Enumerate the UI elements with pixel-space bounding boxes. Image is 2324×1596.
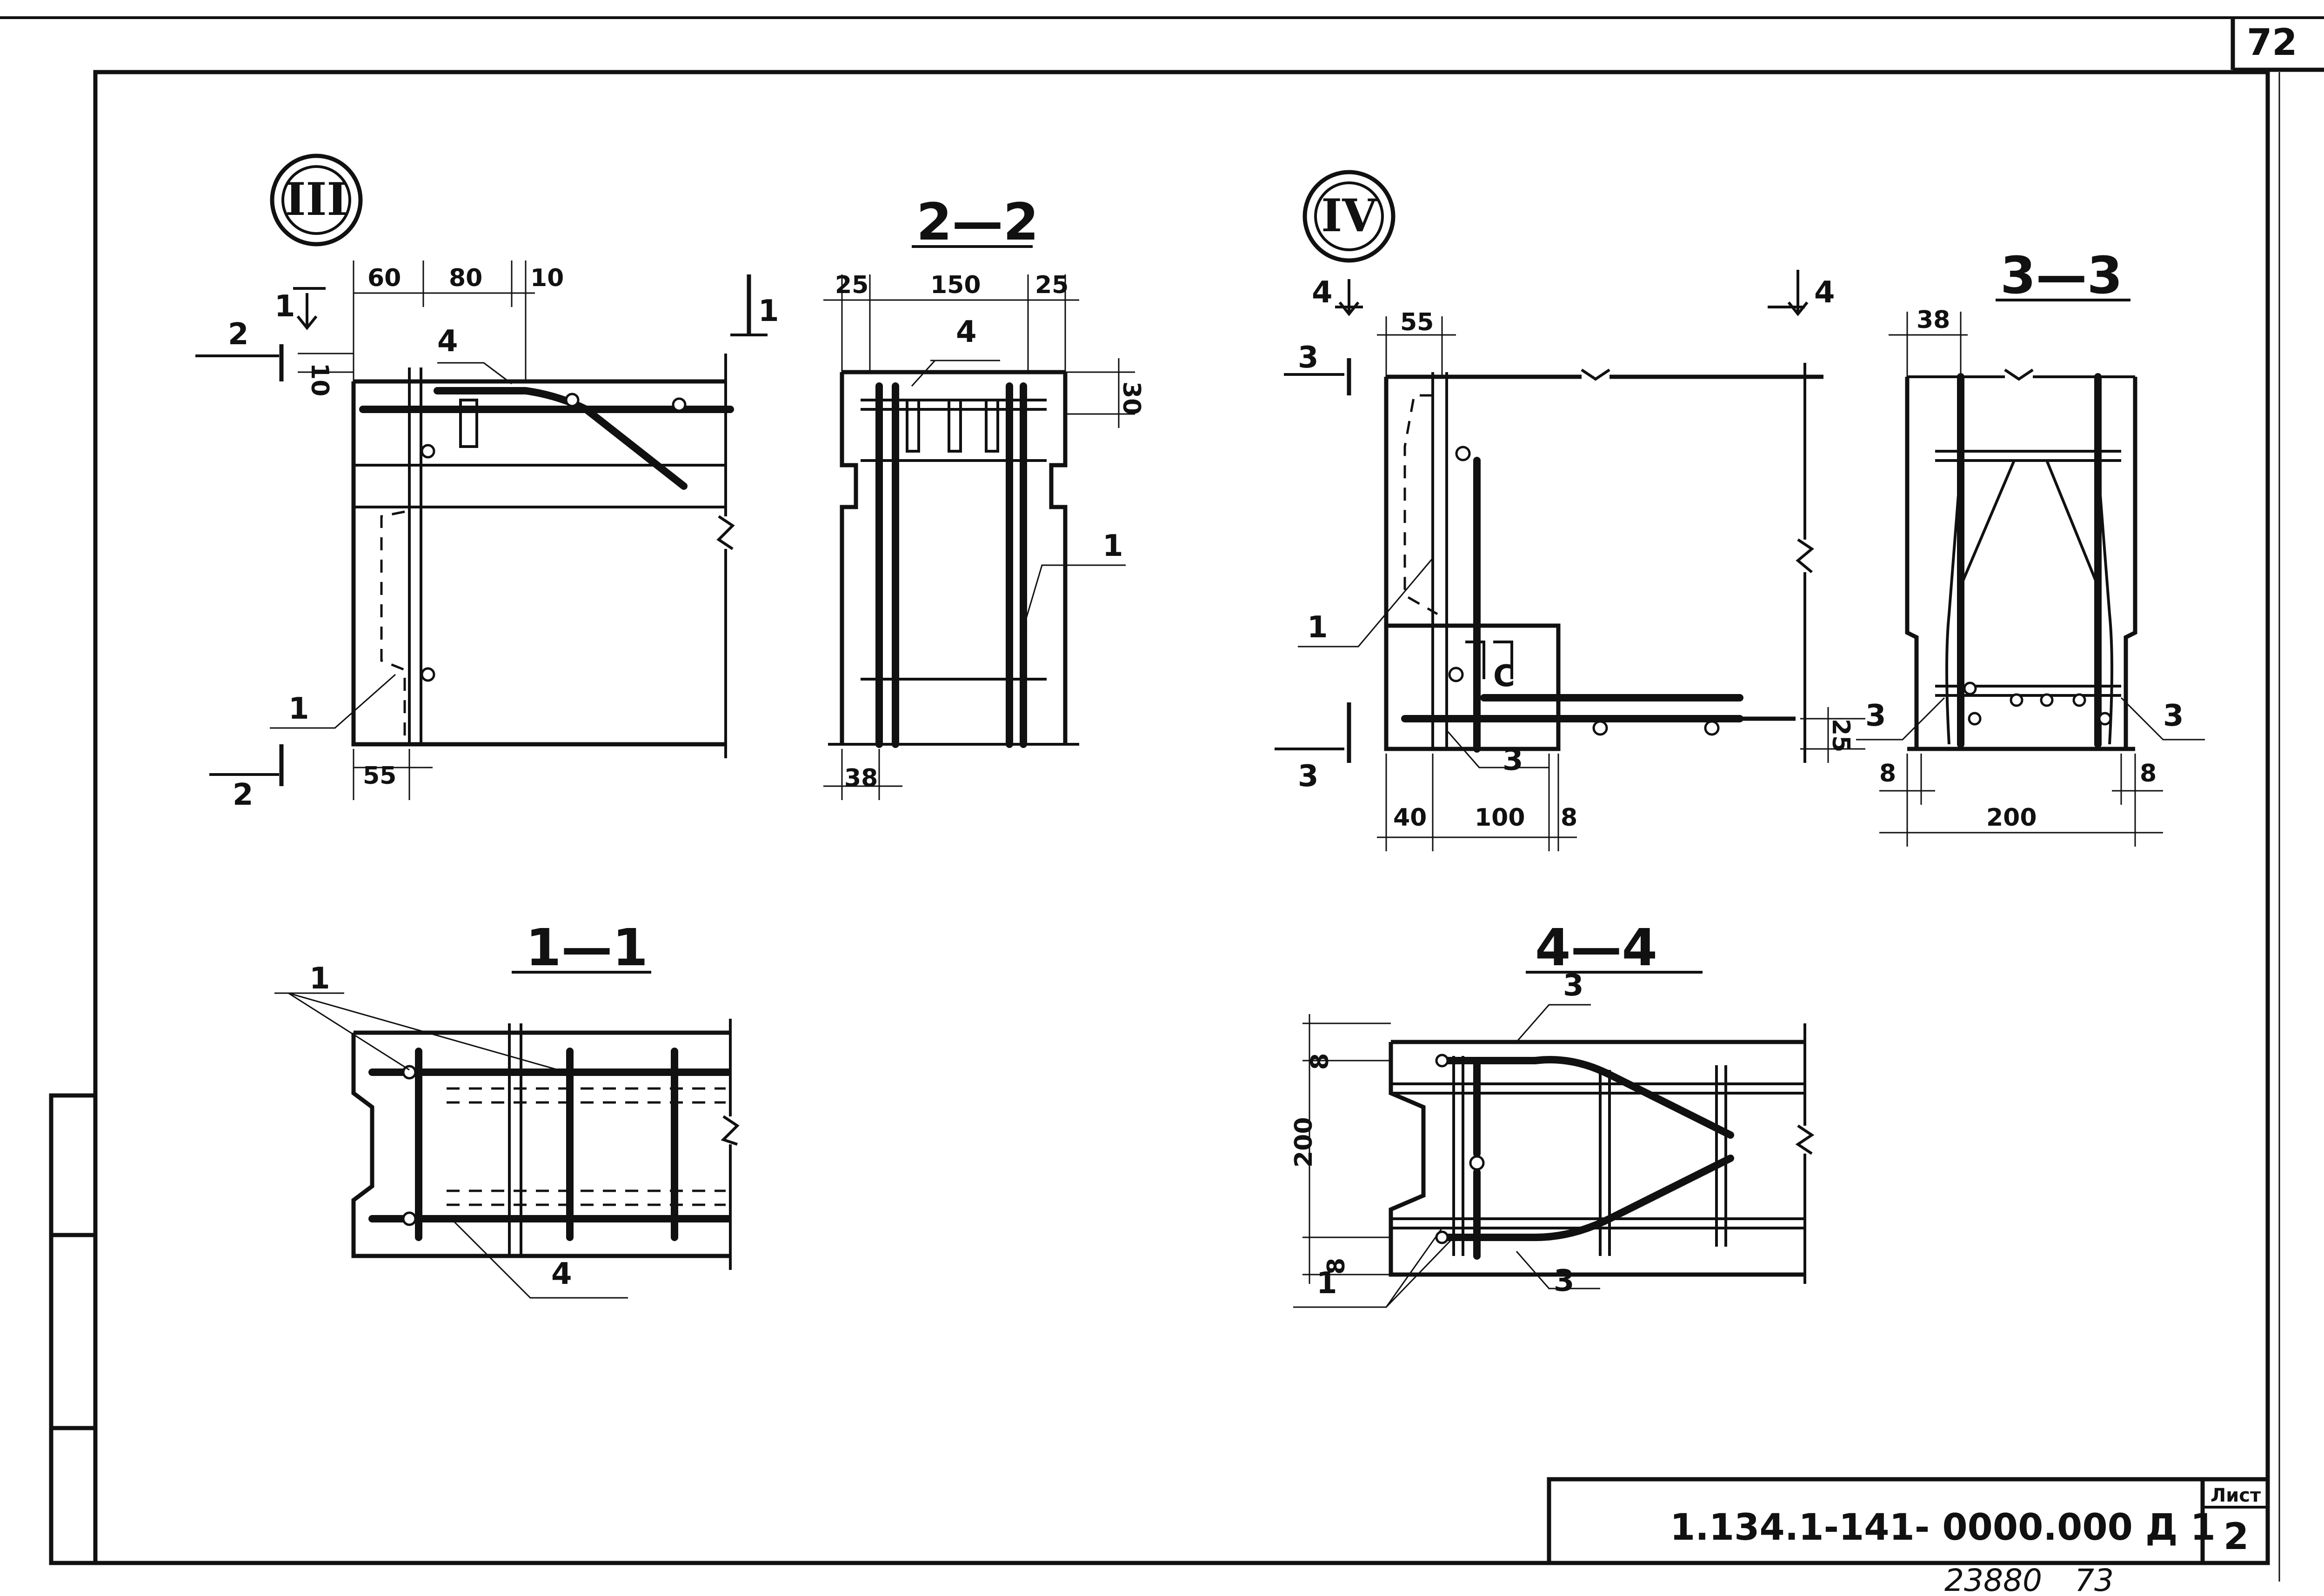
III-label-1: 1: [288, 692, 309, 726]
22-label-4: 4: [956, 315, 977, 349]
44-label-3top: 3: [1563, 968, 1584, 1003]
footer-id: 23880: [1944, 1563, 2042, 1596]
33-dim-38: 38: [1917, 306, 1950, 334]
footer-num: 73: [2075, 1563, 2114, 1596]
44-label-1: 1: [1316, 1266, 1337, 1301]
11-label-1: 1: [309, 962, 330, 996]
22-label-1: 1: [1102, 529, 1123, 563]
section-1-1: 1—1 1 4: [274, 918, 740, 1299]
III-dim-60: 60: [367, 264, 401, 292]
IV-label-1: 1: [1307, 610, 1328, 645]
22-dim-25r: 25: [1035, 271, 1069, 299]
11-label-4: 4: [551, 1257, 572, 1291]
22-dim-25l: 25: [835, 271, 868, 299]
view-IV-marker: IV: [1321, 189, 1377, 242]
44-dim-200: 200: [1290, 1117, 1318, 1168]
view-III: III 60 80 10 10 55: [195, 154, 779, 812]
section-4-4: 4—4 8 200 8 3 3 1: [1290, 918, 1815, 1308]
44-label-3bot: 3: [1554, 1264, 1575, 1298]
section-3-3-title: 3—3: [2000, 246, 2123, 305]
III-dim-10v: 10: [306, 363, 334, 396]
III-cut-1-right: 1: [758, 294, 779, 328]
IV-cut-3-bot: 3: [1298, 759, 1319, 794]
page-number: 72: [2247, 22, 2297, 64]
section-3-3: 3—3 38 8 8 200 3 3: [1856, 246, 2205, 847]
document-code: 1.134.1-141- 0000.000 Д 1: [1670, 1507, 2216, 1549]
IV-dim-40: 40: [1393, 804, 1427, 832]
IV-cut-3-top: 3: [1298, 341, 1319, 375]
view-III-marker: III: [285, 173, 348, 226]
44-dim-8bot: 8: [1322, 1258, 1350, 1275]
22-dim-38: 38: [844, 764, 878, 792]
22-dim-30: 30: [1117, 381, 1145, 415]
IV-cut-4-right: 4: [1814, 275, 1835, 310]
III-dim-10: 10: [530, 264, 564, 292]
III-cut-2-bot: 2: [233, 778, 254, 812]
33-dim-200: 200: [1986, 804, 2037, 832]
III-label-4: 4: [437, 324, 458, 359]
33-label-3r: 3: [2163, 699, 2184, 733]
33-label-3l: 3: [1865, 699, 1886, 733]
III-dim-55: 55: [363, 762, 396, 790]
22-dim-150: 150: [930, 271, 981, 299]
section-2-2-title: 2—2: [916, 192, 1039, 252]
section-4-4-title: 4—4: [1535, 918, 1657, 977]
IV-dim-100: 100: [1475, 804, 1525, 832]
33-dim-8l: 8: [1879, 760, 1896, 788]
section-1-1-title: 1—1: [526, 918, 648, 977]
33-dim-8r: 8: [2140, 760, 2157, 788]
sheet-frame: [0, 16, 2324, 1582]
IV-label-c: C: [1493, 659, 1515, 694]
44-dim-8top: 8: [1306, 1053, 1334, 1070]
sheet-label: Лист: [2210, 1485, 2261, 1506]
IV-dim-55: 55: [1400, 308, 1434, 336]
view-IV: IV C 55 40 100 8 25: [1275, 170, 1865, 851]
IV-dim-25: 25: [1827, 719, 1855, 752]
IV-dim-8: 8: [1561, 804, 1577, 832]
III-cut-1-left: 1: [274, 289, 295, 324]
III-cut-2-top: 2: [228, 317, 249, 352]
section-2-2: 2—2 25 150 25 30 38 4 1: [823, 192, 1145, 800]
IV-cut-4-left: 4: [1312, 275, 1333, 310]
IV-label-3: 3: [1503, 743, 1523, 777]
sheet-number: 2: [2224, 1516, 2249, 1558]
III-dim-80: 80: [449, 264, 482, 292]
